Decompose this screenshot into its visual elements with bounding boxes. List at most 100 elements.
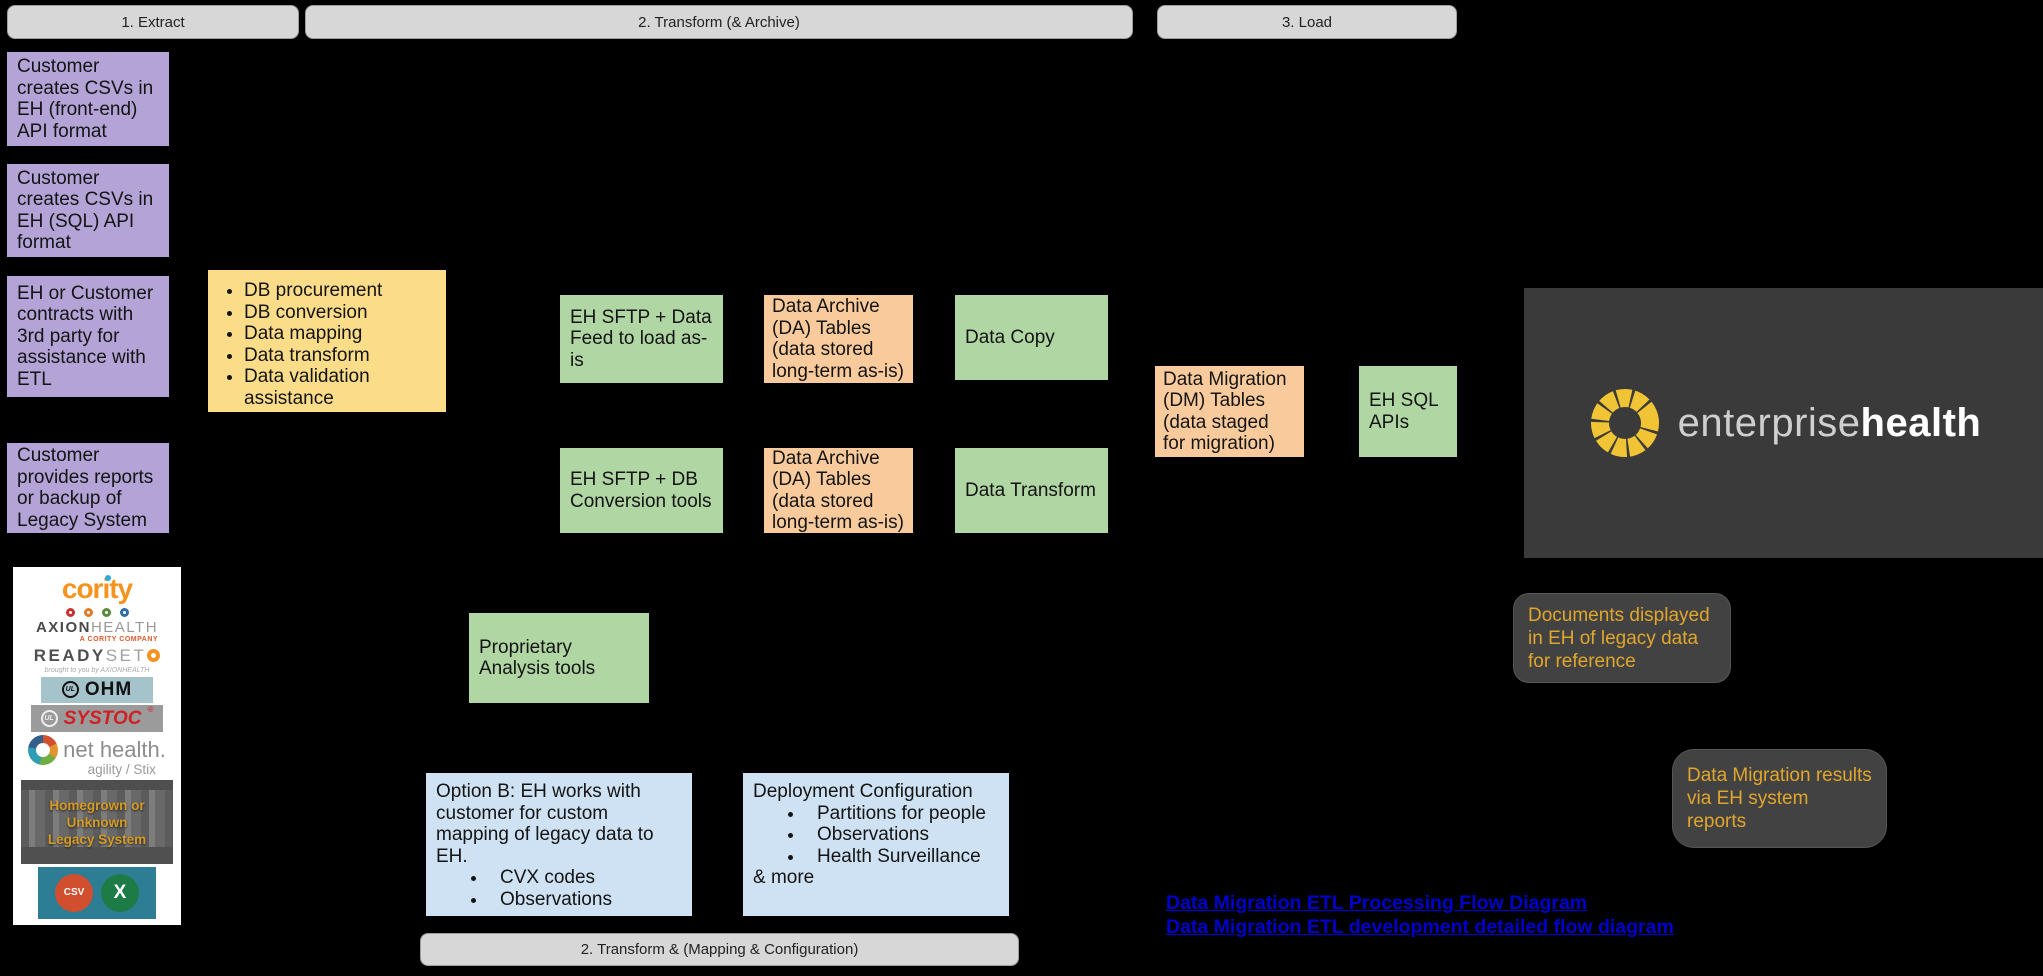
axion-health-logo: AXIONHEALTH A CORITY COMPANY (36, 607, 159, 643)
third-party-services-box: DB procurement DB conversion Data mappin… (208, 270, 446, 412)
deployment-configuration-bullets: Partitions for people Observations Healt… (753, 803, 999, 868)
stage-extract-header: 1. Extract (7, 5, 299, 39)
option-b-bullets: CVX codes Observations (436, 867, 682, 910)
sftp-data-feed-box: EH SFTP + Data Feed to load as-is (560, 295, 723, 383)
cority-wordmark: cority (61, 573, 133, 604)
enterprise-health-wordmark: enterprisehealth (1678, 401, 1982, 446)
eh-wordmark-suffix: health (1860, 400, 1982, 445)
eh-wordmark-prefix: enterprise (1677, 400, 1861, 445)
axion-dot-orange (83, 607, 93, 617)
data-archive-tables-text-2: Data Archive (DA) Tables (data stored lo… (772, 447, 904, 534)
option-b-mapping-box: Option B: EH works with customer for cus… (426, 773, 692, 916)
service-item: DB procurement (244, 280, 436, 302)
service-item: Data mapping (244, 323, 436, 345)
option-b-bullet: Observations (488, 889, 682, 911)
stage-mapping-configuration-label: 2. Transform & (Mapping & Configuration) (580, 941, 859, 958)
net-health-products-text: agility / Stix (87, 762, 156, 778)
callout-migration-results: Data Migration results via EH system rep… (1672, 749, 1887, 848)
ohm-logo: UL OHM (41, 676, 153, 703)
source-box-third-party: EH or Customer contracts with 3rd party … (7, 276, 169, 397)
third-party-services-list: DB procurement DB conversion Data mappin… (218, 280, 436, 409)
net-health-logo: net health. agility / Stix (28, 735, 166, 777)
diagram-links: Data Migration ETL Processing Flow Diagr… (1166, 891, 1674, 939)
source-box-csv-frontend: Customer creates CSVs in EH (front-end) … (7, 52, 169, 146)
readyset-wordmark-part2: SET (105, 645, 147, 665)
deployment-bullet: Health Surveillance (805, 846, 999, 868)
axion-wordmark-part1: AXION (35, 618, 91, 636)
eh-sql-apis-box: EH SQL APIs (1359, 366, 1457, 457)
net-health-swirl-icon (28, 735, 59, 766)
csv-file-icon: CSV (55, 873, 93, 912)
data-archive-tables-box-1: Data Archive (DA) Tables (data stored lo… (764, 295, 913, 383)
link-etl-development-detailed-flow-diagram[interactable]: Data Migration ETL development detailed … (1166, 916, 1674, 938)
file-formats-strip: CSV X (38, 866, 156, 919)
stage-load-label: 3. Load (1281, 13, 1333, 31)
cority-logo: cority (61, 573, 133, 605)
axion-dot-red (65, 607, 75, 617)
axion-dot-blue (119, 607, 129, 617)
deployment-configuration-title: Deployment Configuration (753, 781, 973, 802)
source-box-third-party-text: EH or Customer contracts with 3rd party … (17, 282, 154, 390)
data-transform-text: Data Transform (965, 479, 1096, 501)
axion-dot-green (101, 607, 111, 617)
data-archive-tables-text-1: Data Archive (DA) Tables (data stored lo… (772, 296, 904, 382)
readyset-wordmark-part1: READY (33, 645, 106, 665)
ohm-wordmark: OHM (84, 678, 133, 700)
source-box-reports-backup: Customer provides reports or backup of L… (7, 443, 169, 533)
cority-i-dot (104, 575, 111, 581)
source-box-csv-sql-text: Customer creates CSVs in EH (SQL) API fo… (17, 167, 154, 254)
legacy-caption-line2: Legacy System (47, 831, 147, 847)
deployment-more-text: & more (753, 867, 815, 888)
source-box-csv-frontend-text: Customer creates CSVs in EH (front-end) … (17, 56, 154, 142)
enterprise-health-panel: enterprisehealth (1524, 288, 2043, 558)
data-transform-box: Data Transform (955, 448, 1108, 533)
readyset-tagline: brought to you by AXIONHEALTH (44, 666, 150, 674)
deployment-configuration-box: Deployment Configuration Partitions for … (743, 773, 1009, 916)
data-copy-text: Data Copy (965, 326, 1055, 348)
callout-documents-text: Documents displayed in EH of legacy data… (1528, 604, 1710, 672)
source-box-csv-sql: Customer creates CSVs in EH (SQL) API fo… (7, 164, 169, 257)
deployment-bullet: Observations (805, 824, 999, 846)
proprietary-analysis-tools-text: Proprietary Analysis tools (479, 636, 596, 680)
service-item: Data transform (244, 345, 436, 367)
service-item: Data validation assistance (244, 366, 436, 409)
legacy-caption-line1: Homegrown or Unknown (49, 797, 145, 830)
legacy-systems-panel: cority AXIONHEALTH A CORITY COMPANY READ… (13, 567, 181, 925)
legacy-system-photo: Homegrown or Unknown Legacy System (21, 780, 173, 865)
deployment-bullet: Partitions for people (805, 803, 999, 825)
sftp-db-conversion-box: EH SFTP + DB Conversion tools (560, 448, 723, 533)
excel-file-icon: X (101, 873, 139, 912)
link-etl-processing-flow-diagram[interactable]: Data Migration ETL Processing Flow Diagr… (1166, 892, 1588, 914)
option-b-bullet: CVX codes (488, 867, 682, 889)
axion-tagline: A CORITY COMPANY (79, 635, 159, 643)
systoc-wordmark: SYSTOC (63, 707, 142, 729)
stage-transform-header: 2. Transform (& Archive) (305, 5, 1133, 39)
service-item: DB conversion (244, 302, 436, 324)
axion-wordmark-part2: HEALTH (90, 618, 159, 636)
sftp-db-conversion-text: EH SFTP + DB Conversion tools (570, 469, 712, 512)
ul-mark-icon: UL (61, 681, 79, 699)
systoc-logo: UL SYSTOC ® (31, 705, 163, 733)
net-health-wordmark: net health. (63, 737, 166, 763)
systoc-registered-mark: ® (147, 705, 154, 715)
readyset-o-icon (147, 649, 161, 663)
data-copy-box: Data Copy (955, 295, 1108, 380)
data-migration-tables-box: Data Migration (DM) Tables (data staged … (1155, 366, 1304, 457)
axion-wordmark: AXIONHEALTH (36, 619, 158, 636)
stage-transform-label: 2. Transform (& Archive) (638, 13, 800, 31)
data-archive-tables-box-2: Data Archive (DA) Tables (data stored lo… (764, 448, 913, 533)
callout-migration-results-text: Data Migration results via EH system rep… (1687, 765, 1872, 832)
source-box-reports-backup-text: Customer provides reports or backup of L… (17, 445, 154, 531)
sftp-data-feed-text: EH SFTP + Data Feed to load as-is (570, 306, 712, 371)
enterprise-health-sun-icon (1590, 389, 1659, 457)
stage-load-header: 3. Load (1157, 5, 1457, 39)
ul-mark-icon: UL (40, 710, 58, 728)
proprietary-analysis-tools-box: Proprietary Analysis tools (469, 613, 649, 703)
option-b-text: Option B: EH works with customer for cus… (436, 781, 654, 867)
data-migration-tables-text: Data Migration (DM) Tables (data staged … (1163, 368, 1287, 455)
callout-documents-displayed: Documents displayed in EH of legacy data… (1513, 593, 1731, 683)
eh-sql-apis-text: EH SQL APIs (1369, 390, 1438, 433)
